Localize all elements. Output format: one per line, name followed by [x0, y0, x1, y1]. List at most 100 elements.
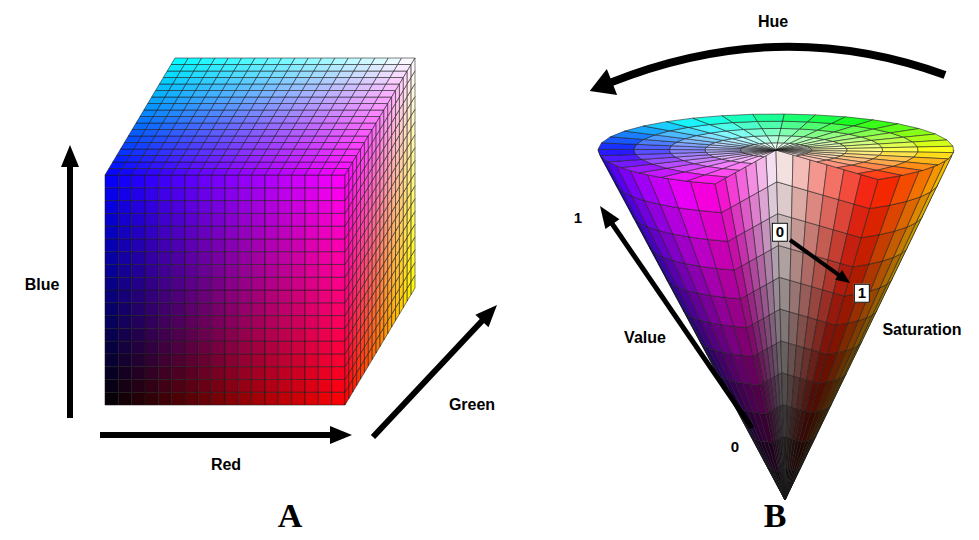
color-cell: [265, 354, 278, 367]
color-cell: [238, 316, 251, 329]
color-cell: [332, 367, 345, 380]
color-cell: [858, 170, 903, 179]
color-cell: [372, 123, 376, 142]
color-cell: [118, 264, 131, 277]
color-cell: [265, 188, 278, 201]
color-cell: [332, 354, 345, 367]
color-cell: [252, 379, 265, 392]
color-cell: [407, 65, 411, 84]
color-cell: [158, 392, 171, 405]
arrow-head: [330, 426, 352, 444]
color-cell: [278, 392, 291, 405]
color-cell: [105, 201, 118, 214]
color-cell: [728, 237, 742, 270]
color-cell: [762, 128, 781, 135]
color-cell: [158, 264, 171, 277]
color-cell: [212, 303, 225, 316]
color-cell: [145, 226, 158, 239]
cube-top-face: [105, 58, 415, 175]
color-cell: [145, 303, 158, 316]
color-cell: [158, 277, 171, 290]
color-cell: [305, 354, 318, 367]
color-cell: [747, 324, 758, 356]
color-cell: [172, 303, 185, 316]
color-cell: [305, 264, 318, 277]
color-cell: [721, 207, 736, 241]
color-cell: [252, 316, 265, 329]
color-cell: [392, 91, 396, 110]
color-cell: [305, 328, 318, 341]
color-cell: [185, 316, 198, 329]
color-cell: [145, 354, 158, 367]
color-cell: [318, 316, 331, 329]
color-cell: [820, 323, 836, 355]
color-cell: [185, 367, 198, 380]
color-cell: [318, 303, 331, 316]
color-cell: [105, 226, 118, 239]
color-cell: [158, 290, 171, 303]
color-cell: [252, 252, 265, 265]
color-cell: [318, 213, 331, 226]
color-cell: [332, 341, 345, 354]
color-cell: [198, 303, 211, 316]
color-cell: [132, 188, 145, 201]
color-cell: [751, 436, 768, 468]
color-cell: [118, 290, 131, 303]
color-cell: [292, 341, 305, 354]
color-cell: [318, 252, 331, 265]
color-cell: [212, 277, 225, 290]
color-cell: [265, 341, 278, 354]
color-cell: [252, 367, 265, 380]
color-cell: [792, 186, 808, 221]
color-cell: [332, 277, 345, 290]
color-cell: [265, 303, 278, 316]
color-cell: [332, 213, 345, 226]
color-cell: [212, 213, 225, 226]
color-cell: [332, 328, 345, 341]
color-cell: [158, 188, 171, 201]
color-cell: [212, 264, 225, 277]
color-cell: [376, 117, 380, 136]
color-cell: [813, 352, 828, 383]
axis-label: Saturation: [882, 321, 961, 339]
color-cell: [158, 201, 171, 214]
arrow-head: [590, 69, 617, 95]
color-cell: [238, 201, 251, 214]
color-cell: [332, 392, 345, 405]
color-cell: [305, 290, 318, 303]
color-cell: [118, 341, 131, 354]
saturation-arrow: [790, 240, 850, 283]
color-cell: [105, 264, 118, 277]
color-cell: [172, 367, 185, 380]
color-cell: [185, 328, 198, 341]
color-cell: [632, 214, 651, 250]
axis-label: Value: [624, 329, 666, 347]
color-cell: [225, 341, 238, 354]
color-cell: [252, 303, 265, 316]
color-cell: [292, 354, 305, 367]
color-cell: [772, 441, 779, 471]
color-cell: [741, 295, 753, 327]
color-cell: [212, 392, 225, 405]
color-cell: [225, 277, 238, 290]
color-cell: [198, 290, 211, 303]
color-cell: [278, 201, 291, 214]
color-cell: [212, 367, 225, 380]
color-cell: [318, 201, 331, 214]
color-cell: [105, 303, 118, 316]
color-cell: [225, 213, 238, 226]
color-cell: [799, 411, 811, 441]
arrow-shaft: [612, 223, 752, 428]
color-cell: [781, 341, 789, 375]
color-cell: [172, 213, 185, 226]
color-cell: [252, 239, 265, 252]
color-cell: [145, 264, 158, 277]
color-cell: [305, 252, 318, 265]
color-cell: [225, 328, 238, 341]
color-cell: [145, 277, 158, 290]
color-cell: [265, 213, 278, 226]
color-cell: [132, 213, 145, 226]
color-cell: [598, 149, 635, 155]
color-cell: [265, 175, 278, 188]
color-cell: [639, 222, 663, 257]
